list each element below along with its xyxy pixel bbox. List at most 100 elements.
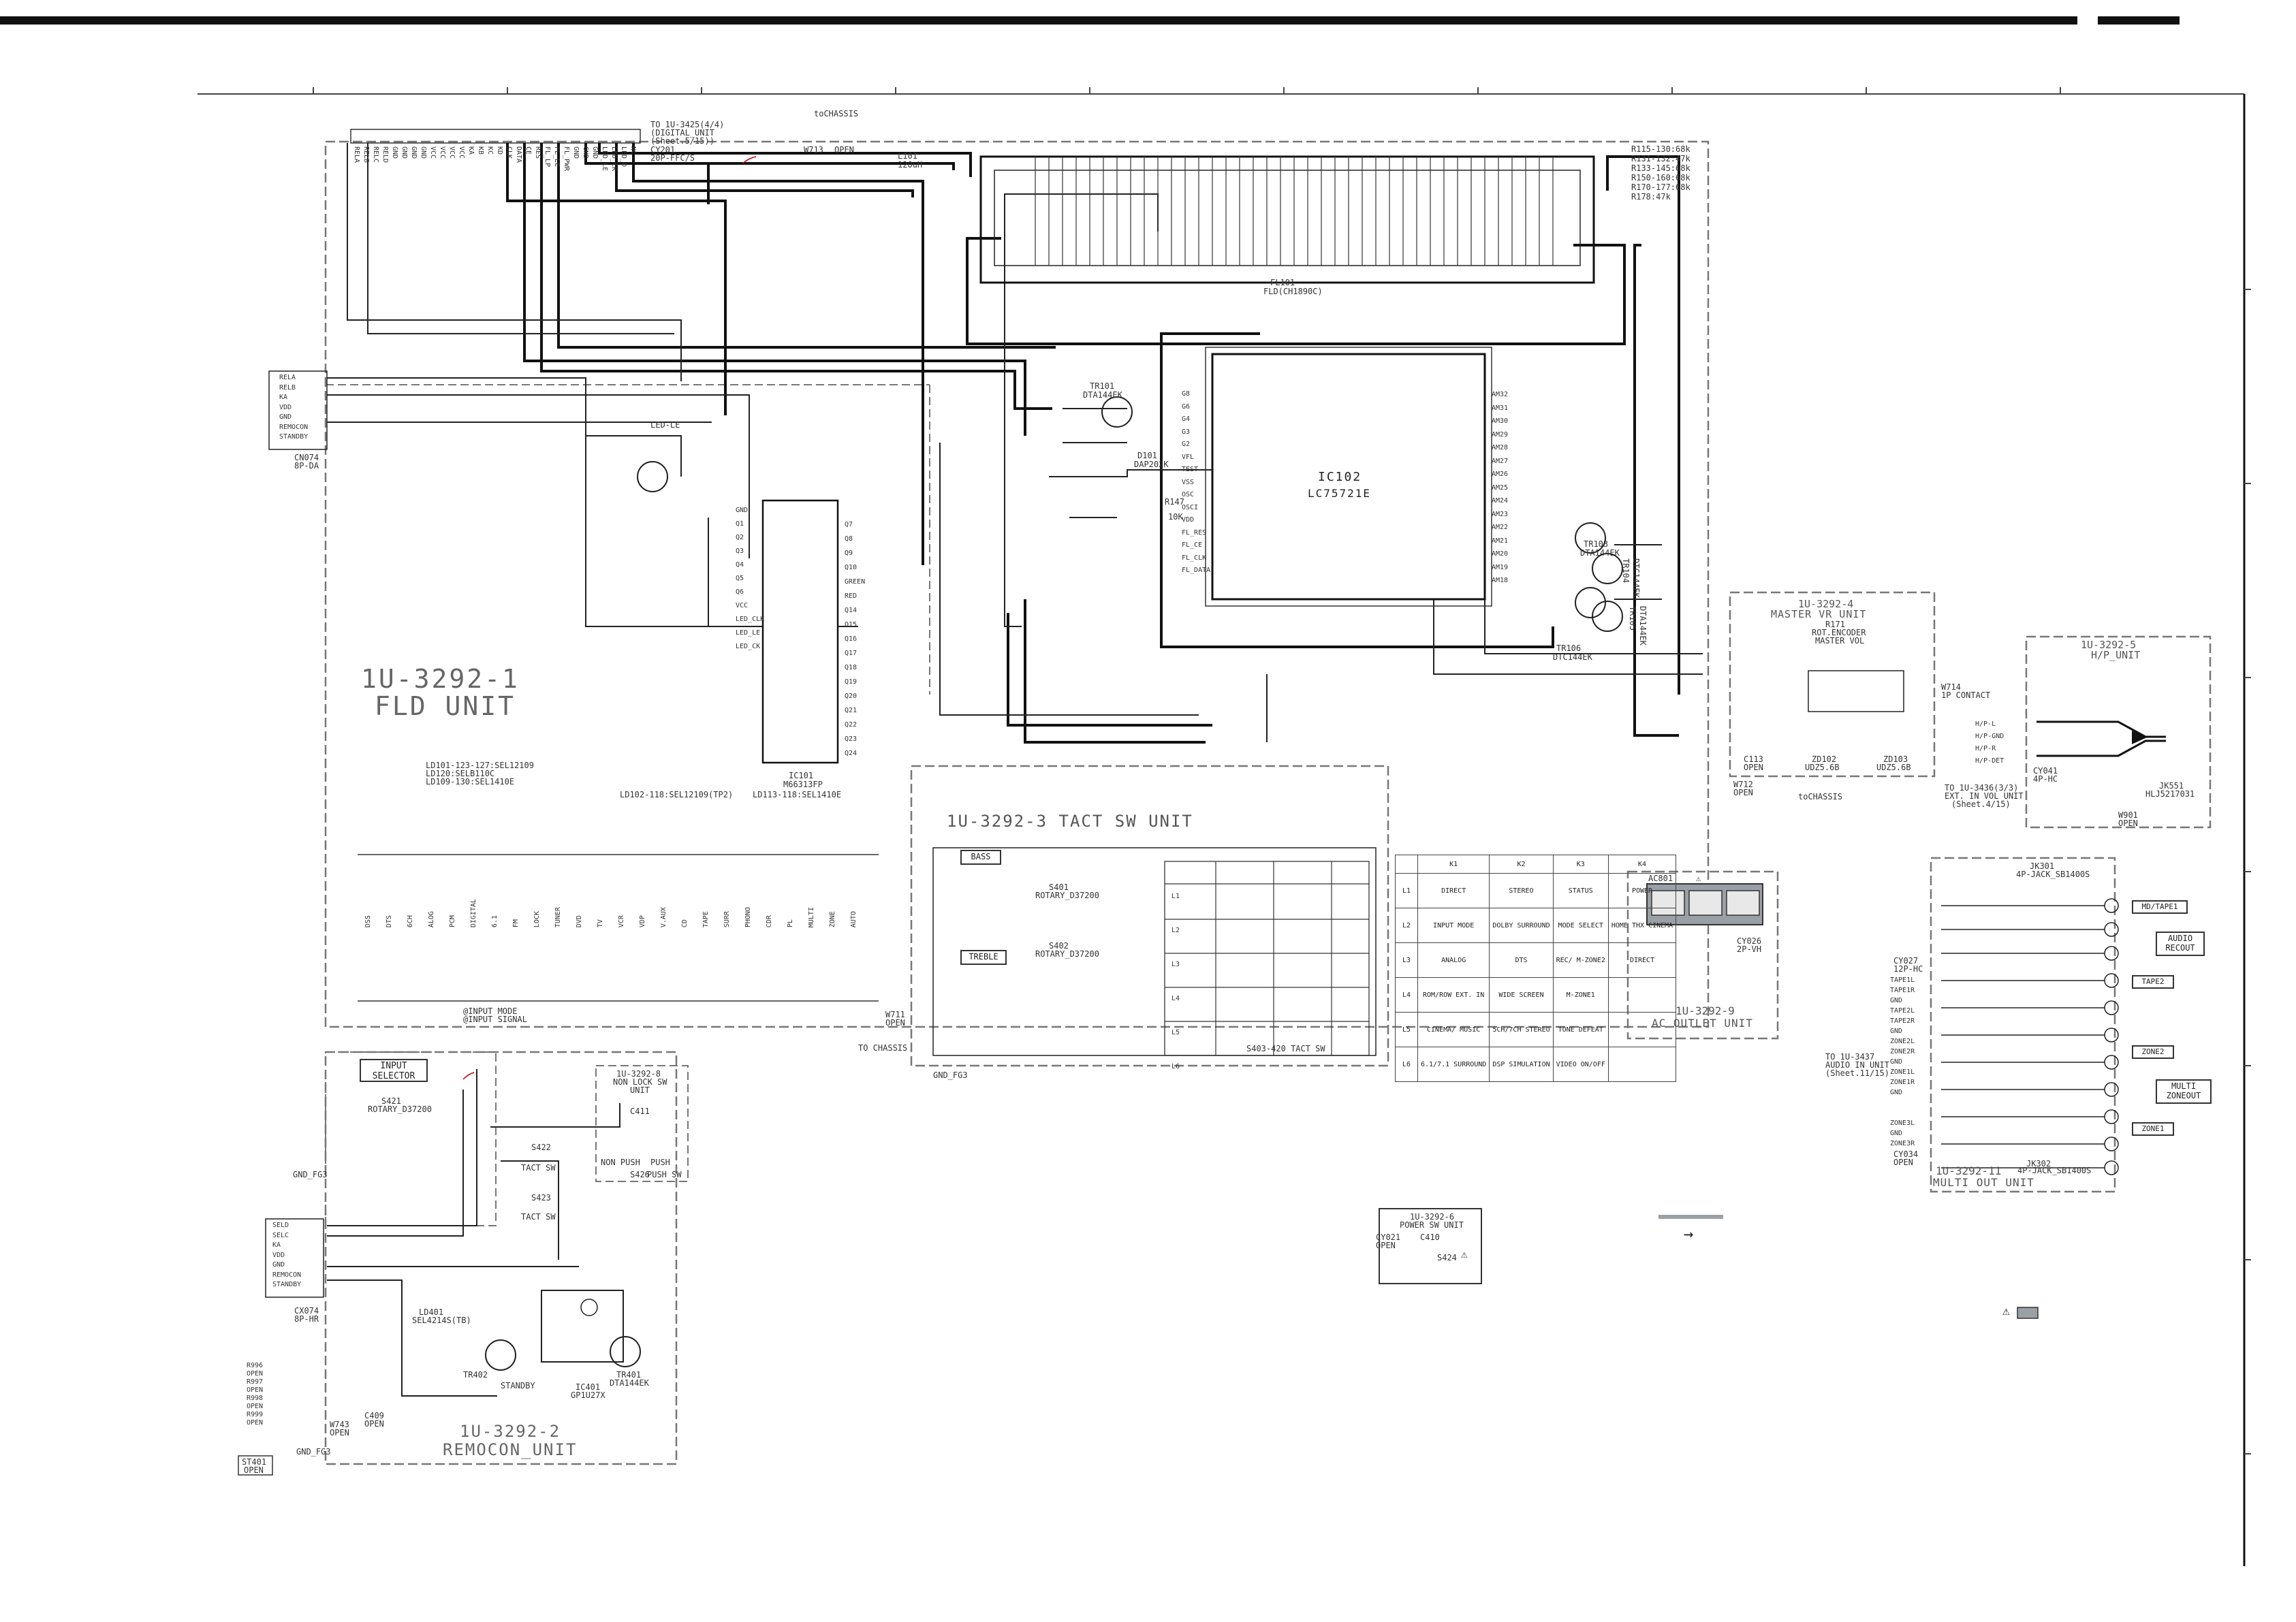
c409-name: C409 bbox=[364, 1411, 384, 1420]
ic102-pin: AM27 bbox=[1492, 457, 1509, 465]
cn074-pins: RELA RELB KA VDD GND REMOCON STANDBY bbox=[279, 373, 308, 443]
tact-switch-range: S403-420 TACT SW bbox=[1246, 1044, 1325, 1053]
label-tape2: TAPE2 bbox=[2132, 975, 2174, 989]
led-label: MULTI bbox=[808, 907, 815, 928]
ic102-pin: AM18 bbox=[1492, 577, 1509, 584]
pin-label: RELA bbox=[353, 146, 360, 163]
ic102-pin: G6 bbox=[1182, 402, 1191, 411]
treble-label: TREBLE bbox=[960, 950, 1007, 965]
multi-to-note3: (Sheet.11/15) bbox=[1825, 1068, 1889, 1078]
resistor-note: R115-130:68k R131-132:47k R133-145:68k R… bbox=[1631, 144, 1690, 202]
note-line: R133-145:68k bbox=[1631, 163, 1690, 173]
led-header-line3: LD109-130:SEL1410E bbox=[426, 777, 515, 786]
pin-label: VCC bbox=[448, 146, 456, 159]
fl101-name: FL101 bbox=[1270, 278, 1295, 287]
ic101-pin: Q22 bbox=[845, 721, 858, 729]
ic102-pin: AM22 bbox=[1492, 524, 1509, 531]
cy027-type: 12P-HC bbox=[1893, 964, 1923, 974]
pin-label: LED_LE bbox=[601, 146, 608, 172]
w711-label: W711 bbox=[885, 1010, 905, 1019]
r-open-item: OPEN bbox=[247, 1386, 264, 1394]
hp-pin: H/P-GND bbox=[1975, 733, 2004, 740]
zone-pin: ZONE3L bbox=[1890, 1119, 1915, 1127]
led-label: SURR bbox=[723, 911, 731, 928]
note-line: R170-177:68k bbox=[1631, 182, 1690, 192]
ic101-pin: Q8 bbox=[845, 535, 853, 543]
s421-name: S421 bbox=[381, 1096, 401, 1106]
ic102-pin: G2 bbox=[1182, 441, 1191, 448]
led-label: PL bbox=[787, 919, 794, 928]
zd103-part: UDZ5.6B bbox=[1876, 763, 1911, 772]
ic102-pin: G3 bbox=[1182, 428, 1191, 436]
ic102-pin: AM29 bbox=[1492, 430, 1509, 439]
w713-state: OPEN bbox=[834, 145, 854, 155]
cn-pin: GND bbox=[279, 413, 292, 421]
w901-state: OPEN bbox=[2118, 818, 2138, 828]
ic102-name: IC102 bbox=[1318, 470, 1362, 484]
c410-name: C410 bbox=[1420, 1233, 1440, 1242]
led-label: 6.1 bbox=[491, 915, 499, 928]
pin-label: NC bbox=[629, 146, 637, 155]
remocon-cn: CX074 bbox=[294, 1306, 319, 1316]
pin-label: FL_LP bbox=[544, 146, 551, 168]
top-connector-label1: TO 1U-3425(4/4) bbox=[650, 120, 725, 129]
ic101-pin: Q14 bbox=[845, 607, 858, 614]
top-connector-label2: (DIGITAL_UNIT bbox=[650, 128, 714, 138]
d101-part: DAP202K bbox=[1134, 460, 1169, 469]
key-cell: 5CH/7CH STEREO bbox=[1489, 1012, 1554, 1047]
led-label: CDR bbox=[766, 915, 773, 928]
label-audio-recout: AUDIO RECOUT bbox=[2156, 932, 2205, 956]
s424-name: S424 bbox=[1437, 1253, 1457, 1262]
zone-pins: ZONE3L GND ZONE3R bbox=[1890, 1118, 1915, 1149]
jk551-name: JK551 bbox=[2159, 781, 2184, 791]
w711-state: OPEN bbox=[885, 1018, 905, 1028]
gnd-label: GND_FG3 bbox=[933, 1070, 968, 1080]
top-connector-pins: RELA RELB RELC RELD GND GND GND GND VCC … bbox=[351, 146, 644, 187]
ic101-pin: Q2 bbox=[736, 534, 744, 541]
multi-pin: ZONE2R bbox=[1890, 1048, 1915, 1055]
r-open-item: OPEN bbox=[247, 1419, 264, 1427]
st401-state: OPEN bbox=[244, 1465, 264, 1475]
w743-name: W743 bbox=[330, 1420, 349, 1429]
s426-name: S426 bbox=[630, 1170, 650, 1179]
hp-pins: H/P-L H/P-GND H/P-R H/P-DET bbox=[1975, 718, 2004, 767]
key-cell: L2 bbox=[1395, 908, 1418, 943]
zone-pin: GND bbox=[1890, 1130, 1903, 1137]
hp-pin: H/P-R bbox=[1975, 745, 1996, 752]
key-cell: TONE DEFEAT bbox=[1552, 1012, 1609, 1047]
pin-label: LED_CK bbox=[610, 146, 618, 172]
cy034-state: OPEN bbox=[1893, 1158, 1913, 1167]
key-cell: INPUT MODE bbox=[1417, 908, 1490, 943]
ic102-pin: G8 bbox=[1182, 390, 1191, 398]
ic101-pin: Q6 bbox=[736, 588, 744, 596]
jack-bottom-part: 4P-JACK_SB1400S bbox=[2017, 1166, 2092, 1175]
fld-note-line1: @INPUT MODE bbox=[463, 1006, 518, 1016]
ic101-pin: Q16 bbox=[845, 635, 858, 643]
ic101-part: M66313FP bbox=[783, 780, 823, 789]
to-chassis-bottom: TO CHASSIS bbox=[858, 1043, 908, 1053]
label-md-tape1: MD/TAPE1 bbox=[2132, 900, 2188, 914]
key-cell: DIRECT bbox=[1417, 873, 1490, 908]
cy021-name: CY021 bbox=[1376, 1233, 1401, 1242]
warning-icon: ⚠ bbox=[1696, 874, 1701, 883]
key-cell: L3 bbox=[1395, 942, 1418, 978]
tact-row-label: L2 bbox=[1171, 927, 1180, 934]
r147-name: R147 bbox=[1165, 497, 1184, 507]
s423-name: S423 bbox=[531, 1193, 551, 1203]
pin-label: KB bbox=[477, 146, 484, 155]
led-header-mid2: LD113-118:SEL1410E bbox=[753, 790, 842, 799]
remocon-unit-subtitle: REMOCON_UNIT bbox=[443, 1440, 578, 1459]
cy026-type: 2P-VH bbox=[1737, 944, 1762, 954]
nonlock-subtitle2: UNIT bbox=[630, 1085, 650, 1095]
cn-pin: RELB bbox=[279, 383, 296, 392]
tr106-part: DTC144EK bbox=[1553, 652, 1592, 662]
ic101-pin: Q24 bbox=[845, 750, 858, 757]
zd103-name: ZD103 bbox=[1883, 754, 1908, 764]
zd102-part: UDZ5.6B bbox=[1805, 763, 1840, 772]
r171-part: ROT.ENCODER bbox=[1812, 628, 1866, 637]
top-connector-part: CY201 bbox=[650, 145, 676, 155]
tr103-part: DTA144EK bbox=[1580, 548, 1620, 558]
s402-part: ROTARY_D37200 bbox=[1035, 949, 1099, 959]
key-cell bbox=[1607, 1047, 1677, 1082]
led-le-label: LED-LE bbox=[650, 420, 680, 430]
